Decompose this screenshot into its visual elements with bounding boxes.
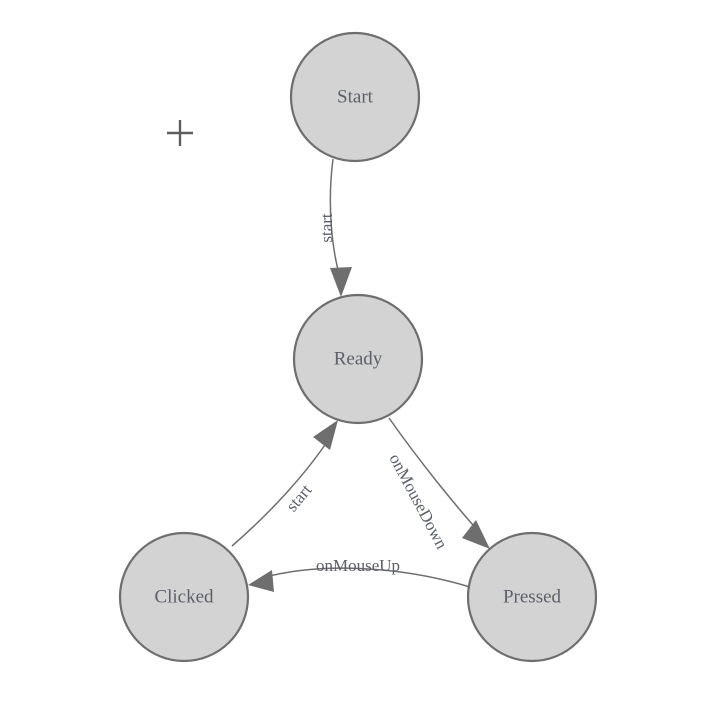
edge-label-pressed-to-clicked: onMouseUp (316, 556, 400, 575)
edge-label-ready-to-pressed: onMouseDown (385, 451, 451, 553)
crosshair-icon (167, 120, 193, 146)
state-node-pressed[interactable]: Pressed (466, 531, 598, 663)
edge-path-pressed-to-clicked (261, 567, 471, 588)
state-node-start[interactable]: Start (289, 31, 421, 163)
state-label-start: Start (337, 86, 374, 107)
state-label-pressed: Pressed (503, 586, 562, 607)
state-circle-pressed[interactable] (466, 531, 598, 663)
state-node-ready[interactable]: Ready (292, 293, 424, 425)
arrowhead-into-ready-from-start (330, 267, 352, 297)
state-label-clicked: Clicked (154, 586, 214, 607)
edge-pressed-to-clicked[interactable]: onMouseUp (248, 556, 471, 592)
edge-ready-to-pressed[interactable]: onMouseDown (385, 417, 490, 553)
state-circle-ready[interactable] (292, 293, 424, 425)
edge-start-to-ready[interactable]: start (317, 158, 352, 297)
arrowhead-into-pressed (462, 520, 490, 549)
edge-label-start-to-ready: start (317, 213, 336, 243)
edge-path-ready-to-pressed (388, 417, 481, 534)
edge-clicked-to-ready[interactable]: start (231, 420, 338, 547)
state-circle-clicked[interactable] (118, 531, 250, 663)
arrowhead-into-ready-from-clicked (313, 420, 338, 450)
state-label-ready: Ready (334, 348, 383, 369)
arrowhead-into-clicked (248, 570, 274, 592)
edge-path-clicked-to-ready (231, 438, 330, 547)
state-circle-start[interactable] (289, 31, 421, 163)
edge-label-clicked-to-ready: start (282, 480, 316, 515)
state-node-clicked[interactable]: Clicked (118, 531, 250, 663)
